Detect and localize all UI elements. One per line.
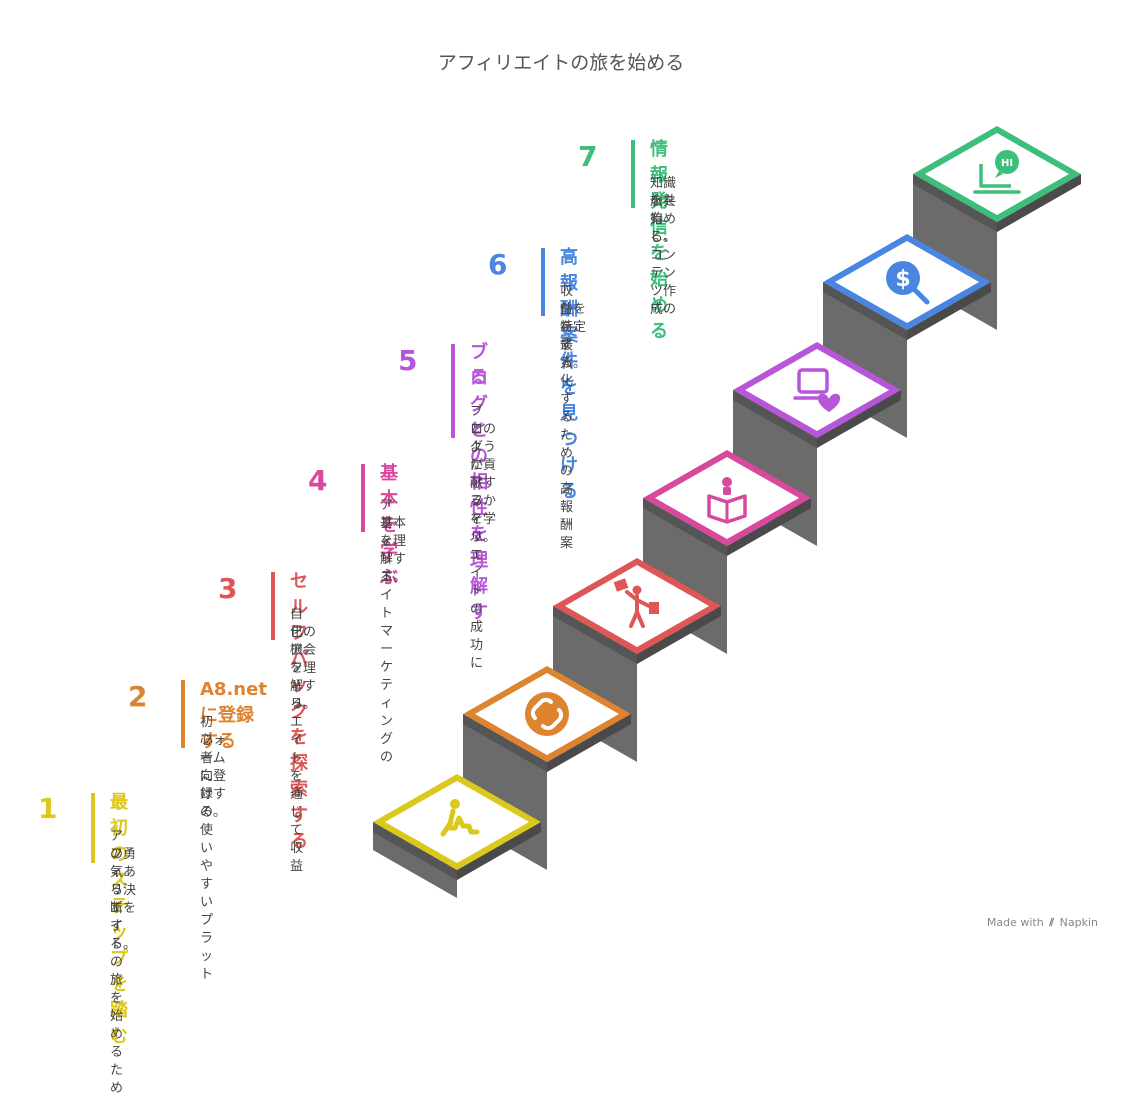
step-7-desc-line2: 旅を始める。 [650,194,677,245]
step-6-bar [541,248,545,316]
step-5-desc-line2: どのように貢献するかを学ぶ。 [470,422,497,545]
footer: Made with ⫽ Napkin [987,916,1098,930]
step-4-bar [361,464,365,532]
step-2-heading: A8.netに登録する [200,679,267,752]
page-title: アフィリエイトの旅を始める [437,52,685,74]
svg-text:$: $ [895,267,910,292]
step-5-heading-line2: る [470,367,488,388]
step-4-desc-line1: アフィリエイトマーケティングの [380,498,394,765]
footer-brand: Napkin [1059,916,1098,929]
dollar-search-icon: $ [886,261,930,305]
step-6-heading: 高報酬案件を見つける [560,247,578,502]
step-4-number: 4 [308,464,328,497]
step-7-number: 7 [578,140,598,173]
step-6-desc-line1: 収益を最大化するための高報酬案 [560,284,574,551]
napkin-logo-icon: ⫽ [1049,916,1055,929]
step-3-bar [271,572,275,640]
step-3-desc-line2: 化の機会を理解する。 [290,625,317,712]
chat-laptop-icon: HI [973,150,1021,194]
step-2-desc-line2: フォームに登録する。 [200,733,227,820]
step-4-desc-line2: 基本を理解する。 [380,516,407,585]
reading-icon [707,477,747,524]
laptop-heart-icon [793,368,841,412]
step-6-number: 6 [488,248,508,281]
step-7-bar [631,140,635,208]
step-5-bar [451,344,455,438]
step-4-heading: 基本を学ぶ [380,463,398,588]
step-1-number: 1 [38,792,58,825]
svg-text:HI: HI [1001,158,1013,169]
link-icon [525,692,569,736]
step-1-bar [91,793,95,863]
step-1-desc-line2: の勇気ある決断をする。 [110,847,137,952]
step-7-heading: 情報発信を始める [650,139,668,342]
shopper-icon [613,578,659,628]
step-3-desc-line1: 自己アフィリエイトを通じて収益 [290,607,304,874]
step-5-desc-line1: ブログがアフィリエイトの成功に [470,404,484,671]
step-5-number: 5 [398,344,418,377]
footer-made-with: Made with [986,916,1044,929]
staircase: HI $ [373,126,1081,898]
step-3-heading: セルフバックを探索する [290,571,308,852]
step-6-desc-line2: 件を特定する。 [560,302,587,371]
step-5-heading-line1: ブログとの相性を理解す [470,342,488,623]
step-3-number: 3 [218,572,238,605]
step-2-bar [181,680,185,748]
step-7-desc-line1: 知識を共有し、コンテンツ作成の [650,176,677,317]
step-2-number: 2 [128,680,148,713]
walking-person-icon [440,799,480,837]
stair-step-1 [373,774,541,898]
